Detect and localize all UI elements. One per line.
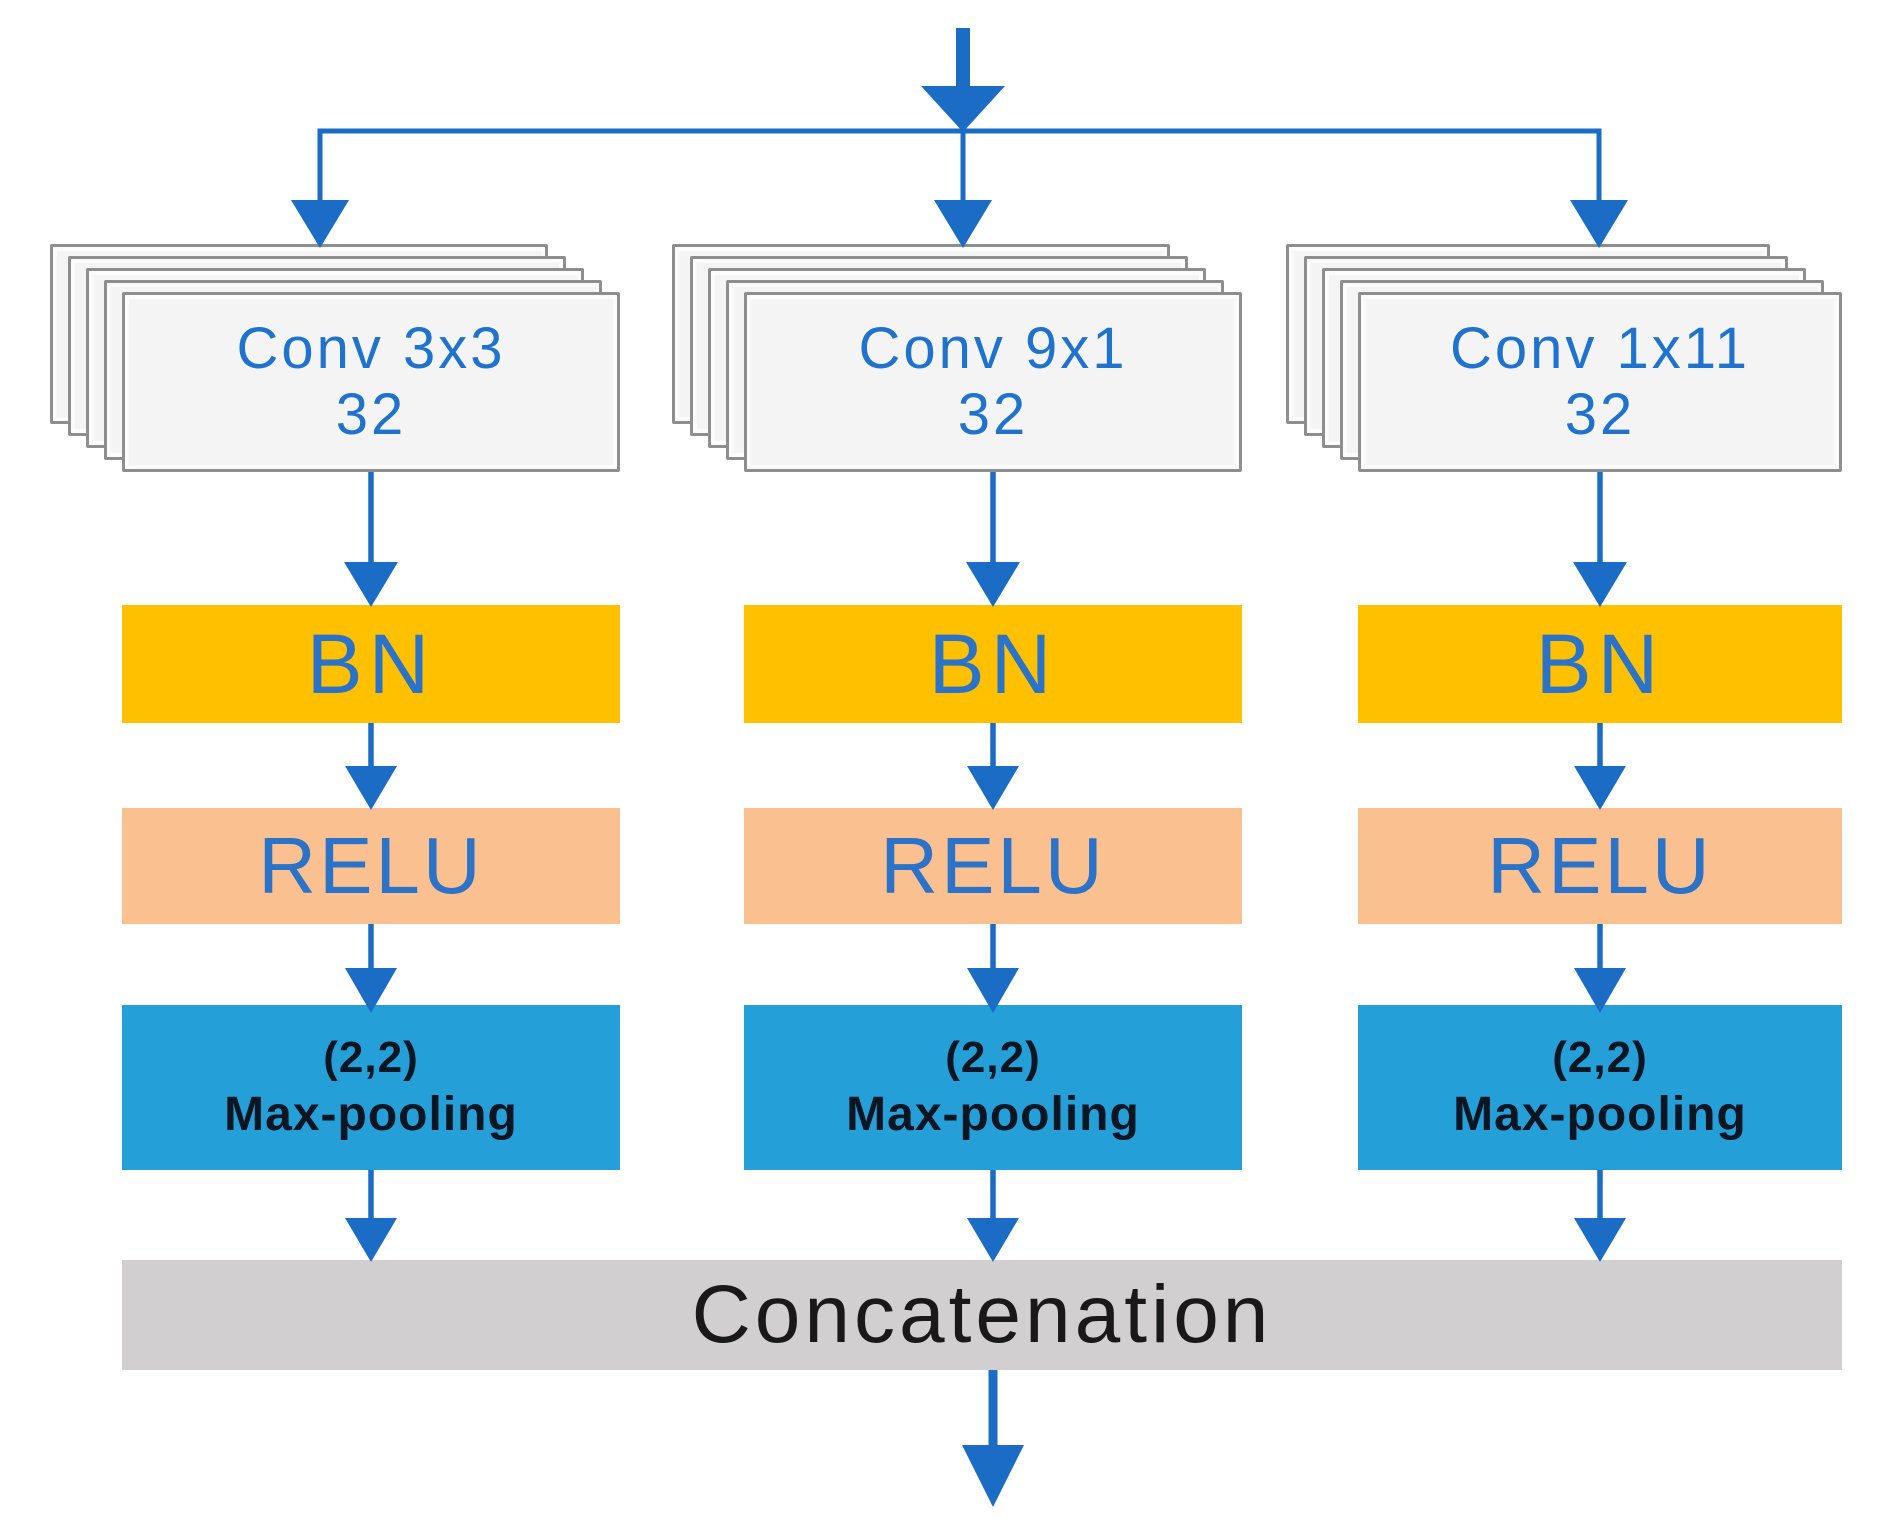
conv-filter-count: 32 [335, 382, 407, 447]
bn-label: BN [1535, 616, 1665, 711]
relu-label: RELU [1487, 821, 1713, 910]
max-pooling-box: (2,2) Max-pooling [744, 1005, 1242, 1170]
conv-filter-count: 32 [1564, 382, 1636, 447]
relu-box: RELU [122, 808, 620, 924]
branch-drop-arrowhead-left [291, 200, 349, 248]
concatenation-box: Concatenation [122, 1260, 1842, 1370]
relu-box: RELU [1358, 808, 1842, 924]
relu-label: RELU [880, 821, 1106, 910]
conv-layer-box: Conv 9x1 32 [744, 292, 1242, 472]
bn-box: BN [1358, 605, 1842, 723]
max-pooling-box: (2,2) Max-pooling [122, 1005, 620, 1170]
bn-label: BN [306, 616, 436, 711]
relu-to-pool-arrow-right [1574, 924, 1626, 1013]
conv-to-bn-arrow-middle [966, 472, 1020, 607]
bn-box: BN [122, 605, 620, 723]
conv-layer-box: Conv 3x3 32 [122, 292, 620, 472]
pool-label: Max-pooling [1453, 1087, 1747, 1141]
input-arrow-icon [921, 28, 1005, 132]
pool-to-concat-arrow-left [345, 1170, 397, 1262]
pool-size-label: (2,2) [323, 1032, 419, 1082]
bn-box: BN [744, 605, 1242, 723]
concatenation-label: Concatenation [691, 1269, 1273, 1360]
conv-kernel-label: Conv 9x1 [858, 316, 1128, 381]
relu-to-pool-arrow-middle [967, 924, 1019, 1013]
branch-drop-arrowhead-middle [934, 200, 992, 248]
conv-kernel-label: Conv 3x3 [236, 316, 506, 381]
branch-drop-arrowhead-right [1570, 200, 1628, 248]
conv-layer-box: Conv 1x11 32 [1358, 292, 1842, 472]
pool-size-label: (2,2) [945, 1032, 1041, 1082]
max-pooling-box: (2,2) Max-pooling [1358, 1005, 1842, 1170]
relu-box: RELU [744, 808, 1242, 924]
bn-to-relu-arrow-middle [967, 723, 1019, 810]
conv-kernel-label: Conv 1x11 [1450, 316, 1750, 381]
relu-to-pool-arrow-left [345, 924, 397, 1013]
bn-to-relu-arrow-left [345, 723, 397, 810]
bn-to-relu-arrow-right [1574, 723, 1626, 810]
bn-label: BN [928, 616, 1058, 711]
output-arrow-icon [962, 1370, 1024, 1507]
pool-to-concat-arrow-middle [967, 1170, 1019, 1262]
branch-split-line [317, 128, 1602, 202]
pool-to-concat-arrow-right [1574, 1170, 1626, 1262]
pool-label: Max-pooling [224, 1087, 518, 1141]
pool-size-label: (2,2) [1552, 1032, 1648, 1082]
relu-label: RELU [258, 821, 484, 910]
pool-label: Max-pooling [846, 1087, 1140, 1141]
conv-to-bn-arrow-right [1573, 472, 1627, 607]
conv-to-bn-arrow-left [344, 472, 398, 607]
conv-filter-count: 32 [957, 382, 1029, 447]
